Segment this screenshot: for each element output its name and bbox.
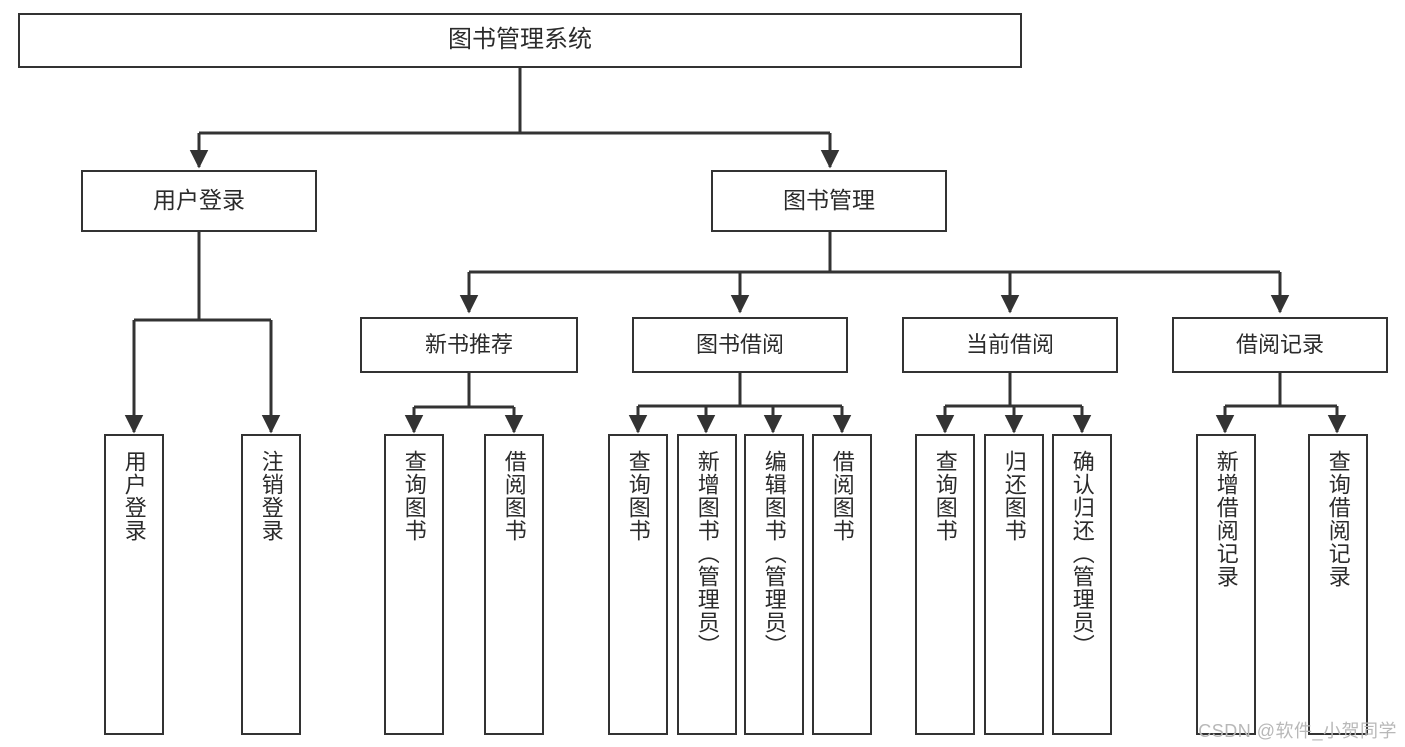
node-leaf-query-record-label: 查询借阅记录 <box>1325 450 1351 588</box>
node-borrow-record-label: 借阅记录 <box>1235 331 1324 357</box>
node-leaf-query-record[interactable]: 查询借阅记录 <box>1308 434 1368 735</box>
node-leaf-borrow-book-2[interactable]: 借阅图书 <box>812 434 872 735</box>
node-leaf-logout[interactable]: 注销登录 <box>241 434 301 735</box>
node-current-borrow[interactable]: 当前借阅 <box>902 317 1118 373</box>
node-leaf-confirm-return-label: 确认归还（管理员） <box>1069 450 1095 657</box>
node-leaf-borrow-book-2-label: 借阅图书 <box>829 450 855 542</box>
node-leaf-borrow-book-1[interactable]: 借阅图书 <box>484 434 544 735</box>
node-leaf-query-book-3[interactable]: 查询图书 <box>915 434 975 735</box>
node-book-manage[interactable]: 图书管理 <box>711 170 947 232</box>
node-root-label: 图书管理系统 <box>448 26 592 54</box>
node-user-login-label: 用户登录 <box>153 187 245 214</box>
node-leaf-edit-book[interactable]: 编辑图书（管理员） <box>744 434 804 735</box>
node-leaf-user-login-label: 用户登录 <box>121 450 147 542</box>
node-leaf-user-login[interactable]: 用户登录 <box>104 434 164 735</box>
node-leaf-query-book-2[interactable]: 查询图书 <box>608 434 668 735</box>
node-new-book-rec[interactable]: 新书推荐 <box>360 317 578 373</box>
node-book-borrow[interactable]: 图书借阅 <box>632 317 848 373</box>
node-leaf-query-book-1[interactable]: 查询图书 <box>384 434 444 735</box>
node-leaf-edit-book-label: 编辑图书（管理员） <box>761 450 787 657</box>
node-leaf-query-book-2-label: 查询图书 <box>625 450 651 542</box>
node-root[interactable]: 图书管理系统 <box>18 13 1022 68</box>
node-user-login[interactable]: 用户登录 <box>81 170 317 232</box>
node-leaf-add-record-label: 新增借阅记录 <box>1213 450 1239 588</box>
node-leaf-return-book[interactable]: 归还图书 <box>984 434 1044 735</box>
node-leaf-query-book-1-label: 查询图书 <box>401 450 427 542</box>
node-current-borrow-label: 当前借阅 <box>965 331 1054 357</box>
node-leaf-logout-label: 注销登录 <box>258 450 284 542</box>
node-leaf-borrow-book-1-label: 借阅图书 <box>501 450 527 542</box>
node-leaf-add-record[interactable]: 新增借阅记录 <box>1196 434 1256 735</box>
node-leaf-add-book[interactable]: 新增图书（管理员） <box>677 434 737 735</box>
node-leaf-confirm-return[interactable]: 确认归还（管理员） <box>1052 434 1112 735</box>
node-leaf-return-book-label: 归还图书 <box>1001 450 1027 542</box>
node-borrow-record[interactable]: 借阅记录 <box>1172 317 1388 373</box>
node-book-borrow-label: 图书借阅 <box>695 331 784 357</box>
node-leaf-add-book-label: 新增图书（管理员） <box>694 450 720 657</box>
node-book-manage-label: 图书管理 <box>783 187 875 214</box>
node-new-book-rec-label: 新书推荐 <box>424 331 513 357</box>
node-leaf-query-book-3-label: 查询图书 <box>932 450 958 542</box>
watermark-text: CSDN @软件_小贺同学 <box>1198 721 1397 741</box>
